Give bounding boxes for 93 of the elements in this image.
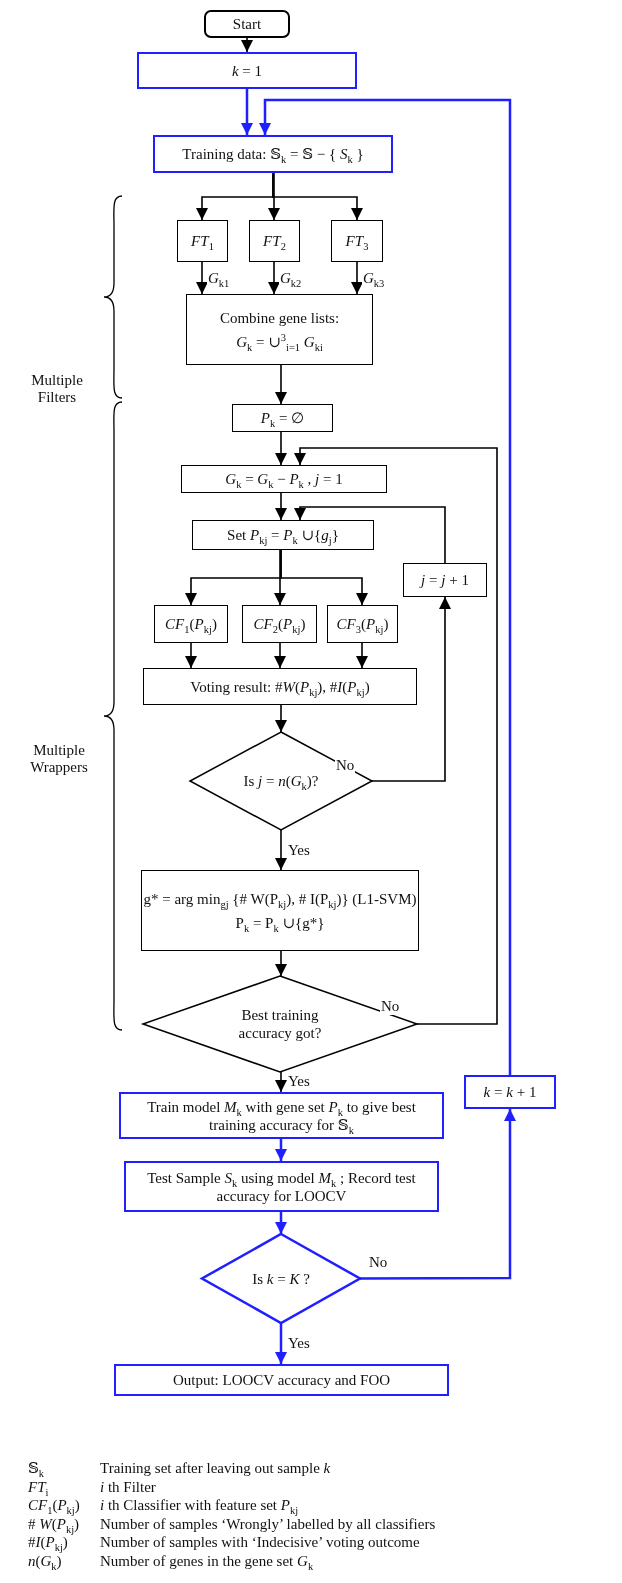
node-text: Output: LOOCV accuracy and FOO	[172, 1371, 391, 1389]
arrow	[241, 89, 253, 135]
symbol-term: FT$_{i}$	[28, 1478, 49, 1496]
node-text: P$_{k}$ = P$_{k}$ ∪{g*}	[235, 913, 325, 932]
decision-diamond	[143, 976, 417, 1072]
process-box	[242, 605, 317, 643]
edge-label: No	[335, 757, 356, 774]
arrow	[294, 447, 498, 1025]
process-box	[327, 605, 398, 643]
arrow	[275, 364, 287, 405]
process-box	[143, 668, 417, 705]
arrow	[196, 261, 208, 295]
node-text: FT$_{1}$	[191, 232, 214, 250]
definition-text: Number of genes in the gene set G$_{k}$	[100, 1552, 314, 1570]
process-box	[232, 404, 333, 432]
node-text: P$_{k}$ = ∅	[260, 409, 305, 427]
arrow	[275, 1071, 287, 1093]
arrow	[274, 642, 286, 669]
process-box	[177, 220, 228, 262]
arrow	[371, 596, 451, 782]
symbol-term: 𝕊$_{k}$	[28, 1460, 45, 1478]
edge-label: No	[380, 998, 401, 1015]
arrow	[294, 506, 446, 564]
start-terminal	[204, 10, 290, 38]
node-text: j = j + 1	[421, 571, 469, 589]
process-box	[403, 563, 487, 597]
process-box	[137, 52, 357, 89]
node-text: FT$_{2}$	[263, 232, 286, 250]
node-text: G$_{k}$ = G$_{k}$ − P$_{k}$ , j = 1	[225, 470, 343, 488]
process-box	[186, 294, 373, 365]
edge-label: G$_{k2}$	[279, 270, 303, 287]
arrow	[275, 1323, 287, 1364]
node-text: Test Sample S$_{k}$ using model M$_{k}$ ; Record test accuracy for LOOCV	[146, 1168, 417, 1205]
node-text: G$_{k}$ = ∪$^{3}$$_{i=1}$ G$_{ki}$	[236, 332, 323, 351]
node-text: Voting result: #W(P$_{kj}$), #I(P$_{kj}$)	[190, 677, 370, 696]
node-text: Start	[232, 15, 262, 33]
node-text: CF$_{3}$(P$_{kj}$)	[336, 615, 389, 633]
decision-diamond	[202, 1234, 360, 1323]
process-box	[331, 220, 383, 262]
node-text: Set P$_{kj}$ = P$_{k}$ ∪{g$_{j}$}	[227, 526, 339, 544]
node-text: k = k + 1	[483, 1083, 537, 1101]
arrow	[274, 549, 286, 606]
section-label: Multiple Wrappers	[29, 742, 89, 777]
node-text: Train model M$_{k}$ with gene set P$_{k}$ to give best training accuracy for 𝕊$_{k}$	[146, 1097, 417, 1134]
symbol-term: n(G$_{k}$)	[28, 1552, 62, 1570]
process-box	[464, 1075, 556, 1109]
process-box	[153, 135, 393, 173]
definition-text: i th Filter	[100, 1478, 156, 1496]
section-label: Multiple Filters	[30, 372, 84, 407]
arrow	[185, 642, 197, 669]
arrow	[241, 37, 253, 53]
arrow	[268, 172, 280, 221]
definition-text: Number of samples with ‘Indecisive’ voting outcome	[100, 1534, 420, 1552]
node-text: Is k = K ?	[252, 1269, 310, 1288]
arrow	[275, 1139, 287, 1161]
process-box	[114, 1364, 449, 1396]
node-text: CF$_{2}$(P$_{kj}$)	[253, 615, 306, 633]
arrow	[275, 1212, 287, 1234]
edge-label: G$_{k1}$	[207, 270, 231, 287]
process-box	[249, 220, 300, 262]
symbol-term: # W(P$_{kj}$)	[28, 1515, 80, 1533]
arrow	[275, 704, 287, 733]
arrow	[360, 1109, 516, 1280]
arrow	[275, 492, 287, 521]
process-box	[124, 1161, 439, 1212]
process-box	[141, 870, 419, 951]
arrow	[275, 431, 287, 466]
node-text: Best training accuracy got?	[237, 1006, 323, 1042]
arrow	[280, 549, 368, 606]
node-text: CF$_{1}$(P$_{kj}$)	[165, 615, 217, 633]
arrow	[351, 261, 363, 295]
definition-text: Training set after leaving out sample k	[100, 1460, 331, 1478]
edge-label: G$_{k3}$	[362, 270, 386, 287]
process-box	[119, 1092, 444, 1139]
arrow	[259, 98, 512, 1075]
node-text: g* = arg min$_{gj}$ {# W(P$_{kj}$), # I(P$_{kj}$)} (L1-SVM)	[143, 889, 417, 908]
process-box	[181, 465, 387, 493]
node-text: Is j = n(G$_{k}$)?	[243, 772, 319, 790]
symbol-term: #I(P$_{kj}$)	[28, 1534, 68, 1552]
symbol-term: CF$_{1}$(P$_{kj}$)	[28, 1497, 80, 1515]
node-text: FT$_{3}$	[345, 232, 369, 250]
node-text: Combine gene lists:	[219, 308, 340, 327]
arrow	[272, 172, 363, 221]
node-text: Training data: 𝕊$_{k}$ = 𝕊 − { S$_{k}$ }	[182, 145, 364, 163]
process-box	[192, 520, 374, 550]
definition-text: Number of samples ‘Wrongly’ labelled by all classifiers	[100, 1515, 436, 1533]
node-text: k = 1	[231, 61, 263, 80]
arrow	[356, 642, 368, 669]
arrow	[275, 950, 287, 977]
arrow	[275, 829, 287, 871]
process-box	[154, 605, 228, 643]
decision-diamond	[190, 732, 372, 830]
arrow	[268, 261, 280, 295]
